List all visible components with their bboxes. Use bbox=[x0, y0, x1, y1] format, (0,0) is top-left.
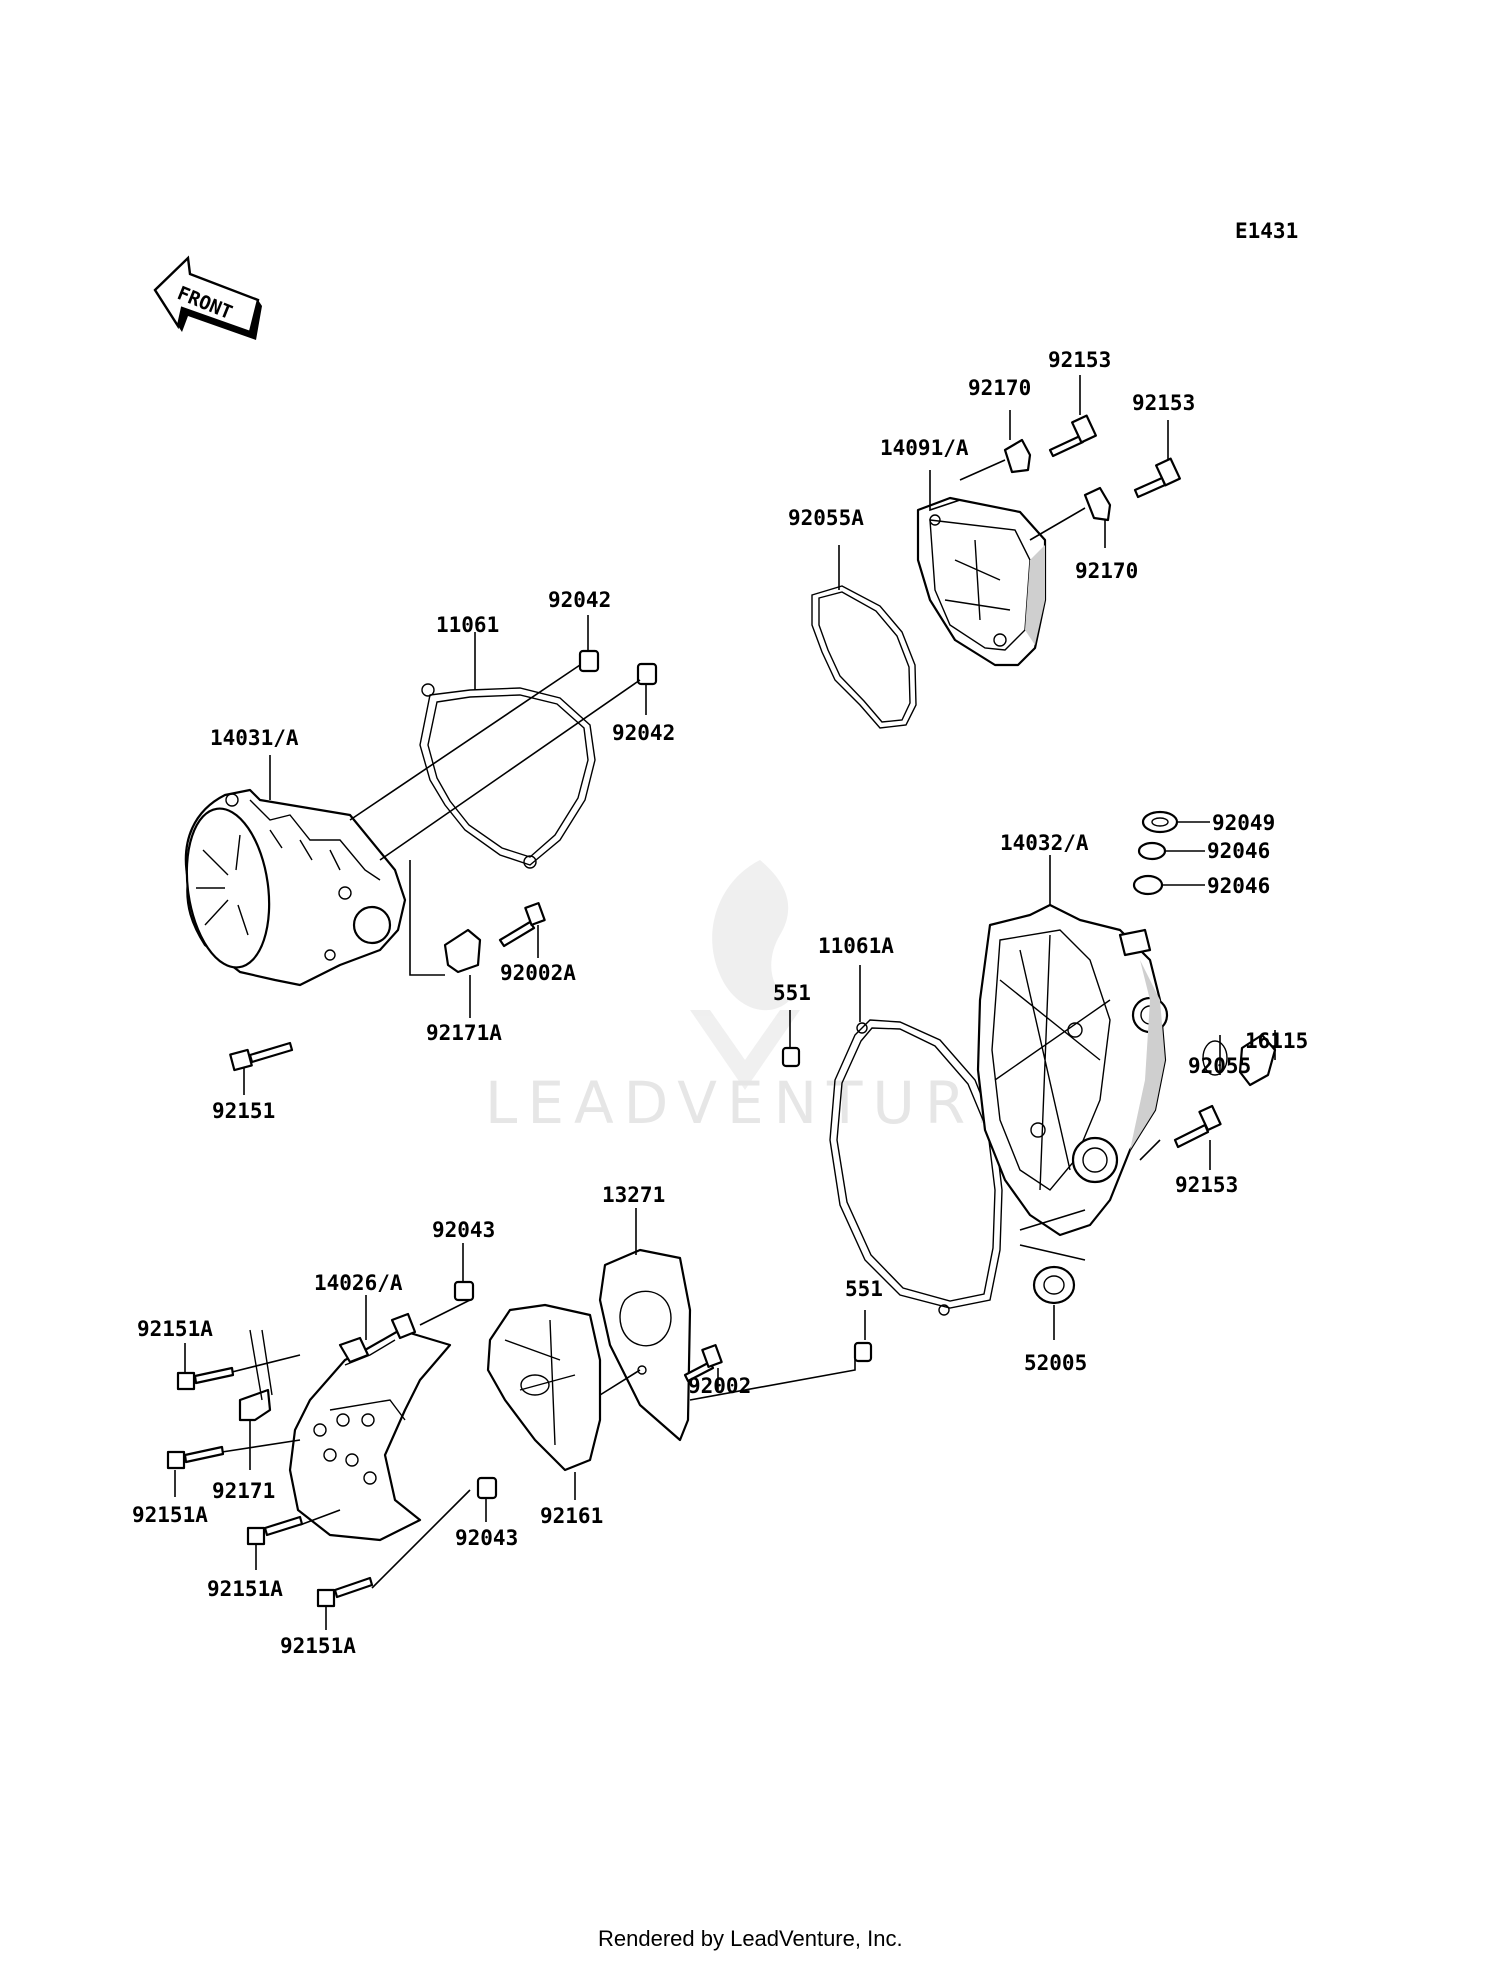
callout-92151A: 92151A bbox=[280, 1634, 356, 1658]
callout-92043: 92043 bbox=[432, 1218, 495, 1242]
callout-92170: 92170 bbox=[1075, 559, 1138, 583]
sprocket-52005 bbox=[1032, 1265, 1076, 1305]
callout-92002A: 92002A bbox=[500, 961, 576, 985]
diagram-code: E1431 bbox=[1235, 219, 1298, 243]
footer-credit: Rendered by LeadVenture, Inc. bbox=[598, 1926, 903, 1951]
bolt-92151 bbox=[229, 1041, 294, 1072]
callout-92171A: 92171A bbox=[426, 1021, 502, 1045]
gasket-92055A bbox=[811, 585, 917, 729]
dowel-92042-lower bbox=[636, 662, 658, 686]
clamp-92170-upper bbox=[1003, 438, 1032, 474]
callout-92055A: 92055A bbox=[788, 506, 864, 530]
bearing-92046-upper bbox=[1137, 841, 1167, 861]
clamp-92171A bbox=[443, 928, 482, 974]
gasket-11061A bbox=[829, 1019, 1003, 1316]
front-arrow-icon bbox=[153, 255, 262, 340]
callout-92046: 92046 bbox=[1207, 839, 1270, 863]
callout-92046: 92046 bbox=[1207, 874, 1270, 898]
callout-14026A: 14026/A bbox=[314, 1271, 403, 1295]
gasket-11061 bbox=[419, 683, 596, 869]
callout-92151A: 92151A bbox=[137, 1317, 213, 1341]
callout-92171: 92171 bbox=[212, 1479, 275, 1503]
callout-92153: 92153 bbox=[1132, 391, 1195, 415]
bearing-92046-lower bbox=[1132, 874, 1164, 896]
bolt-92153-right bbox=[1133, 457, 1181, 499]
callout-551: 551 bbox=[845, 1277, 883, 1301]
callout-13271: 13271 bbox=[602, 1183, 665, 1207]
cap-16115 bbox=[1238, 1033, 1277, 1087]
callout-14032A: 14032/A bbox=[1000, 831, 1089, 855]
seal-92049 bbox=[1141, 810, 1179, 834]
callout-14091A: 14091/A bbox=[880, 436, 969, 460]
callout-92151A: 92151A bbox=[132, 1503, 208, 1527]
bolt-92151A-4 bbox=[316, 1576, 374, 1608]
callout-11061: 11061 bbox=[436, 613, 499, 637]
callout-11061A: 11061A bbox=[818, 934, 894, 958]
callout-92153: 92153 bbox=[1175, 1173, 1238, 1197]
collar-92043-upper bbox=[453, 1280, 475, 1302]
callout-92042: 92042 bbox=[548, 588, 611, 612]
callout-92153: 92153 bbox=[1048, 348, 1111, 372]
callout-14031A: 14031/A bbox=[210, 726, 299, 750]
bolt-92153-right bbox=[1173, 1104, 1222, 1149]
bolt-92002A bbox=[498, 902, 546, 948]
cover-14091A bbox=[916, 496, 1047, 667]
callout-551: 551 bbox=[773, 981, 811, 1005]
guard-92161 bbox=[486, 1303, 602, 1472]
callout-92151: 92151 bbox=[212, 1099, 275, 1123]
dowel-551-lower bbox=[853, 1341, 873, 1363]
callout-92002: 92002 bbox=[688, 1374, 751, 1398]
callout-92055: 92055 bbox=[1188, 1054, 1251, 1078]
bolt-92002 bbox=[683, 1344, 723, 1383]
dowel-551-upper bbox=[781, 1046, 801, 1068]
bolt-92151A-1 bbox=[176, 1366, 235, 1391]
clamp-92170-lower bbox=[1083, 486, 1112, 522]
dowel-92042-upper bbox=[578, 649, 600, 673]
callout-92042: 92042 bbox=[612, 721, 675, 745]
oring-92055 bbox=[1202, 1040, 1228, 1076]
callout-92170: 92170 bbox=[968, 376, 1031, 400]
watermark-logo bbox=[690, 860, 800, 1090]
bolt-92151A-2 bbox=[166, 1445, 225, 1470]
cover-14026A bbox=[288, 1312, 452, 1542]
clutch-cover-14032A bbox=[976, 903, 1169, 1237]
callout-52005: 52005 bbox=[1024, 1351, 1087, 1375]
callout-92043: 92043 bbox=[455, 1526, 518, 1550]
bolt-92153-upper bbox=[1048, 414, 1097, 458]
callout-92151A: 92151A bbox=[207, 1577, 283, 1601]
callout-92161: 92161 bbox=[540, 1504, 603, 1528]
plate-13271 bbox=[598, 1248, 692, 1442]
collar-92043-lower bbox=[476, 1476, 498, 1500]
watermark-text: LEADVENTURE bbox=[485, 1069, 1022, 1137]
bracket-92171 bbox=[238, 1329, 273, 1422]
generator-cover-14031A bbox=[184, 788, 407, 987]
callout-16115: 16115 bbox=[1245, 1029, 1308, 1053]
callout-92049: 92049 bbox=[1212, 811, 1275, 835]
bolt-92151A-3 bbox=[246, 1515, 304, 1546]
